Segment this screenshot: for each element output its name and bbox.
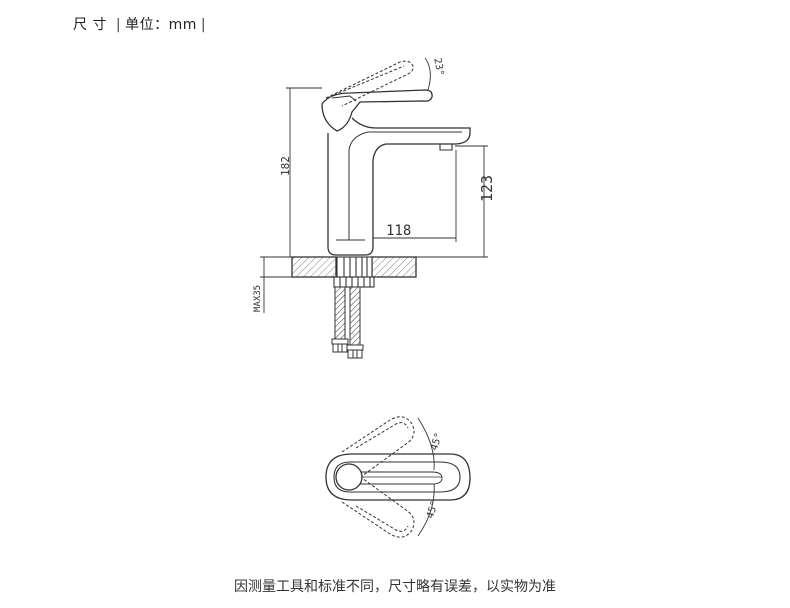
page-header: 尺 寸 |单位：mm| [73, 14, 210, 34]
top-handle-closed [333, 461, 461, 493]
top-handle-rotated-left [341, 416, 415, 477]
spout-height-dimension [416, 145, 488, 258]
rotation-left-label: 45° [429, 431, 445, 452]
top-view [325, 416, 471, 538]
height-label: 182 [279, 156, 292, 176]
handle-angle-label: 23° [431, 57, 445, 77]
rotation-right-label: 45° [425, 499, 441, 520]
header-unit: 单位：mm [125, 17, 197, 33]
spout-reach-label: 118 [386, 223, 411, 239]
handle-closed [321, 89, 433, 132]
deck-section [291, 256, 417, 278]
rotation-arc-lower [417, 483, 435, 537]
top-handle-rotated-right [341, 477, 415, 538]
spout-reach-dimension [373, 150, 457, 242]
faucet-body [327, 117, 471, 256]
rotation-arc-upper [417, 417, 435, 471]
header-separator-left: | [115, 17, 122, 33]
side-view: 23° 182 123 118 [253, 57, 496, 359]
deck-thickness-label: MAX35 [253, 285, 263, 312]
top-body-outline [325, 453, 471, 501]
spout-height-label: 123 [478, 175, 496, 202]
supply-hoses [331, 286, 364, 359]
footer-note: 因测量工具和标准不同，尺寸略有误差，以实物为准 [234, 579, 556, 595]
deck-thickness-dimension [260, 256, 292, 313]
header-separator-right: | [200, 17, 207, 33]
header-label: 尺 寸 [73, 17, 107, 33]
mounting-shank [333, 256, 375, 288]
handle-open [325, 60, 414, 107]
handle-angle-arc [424, 57, 431, 91]
